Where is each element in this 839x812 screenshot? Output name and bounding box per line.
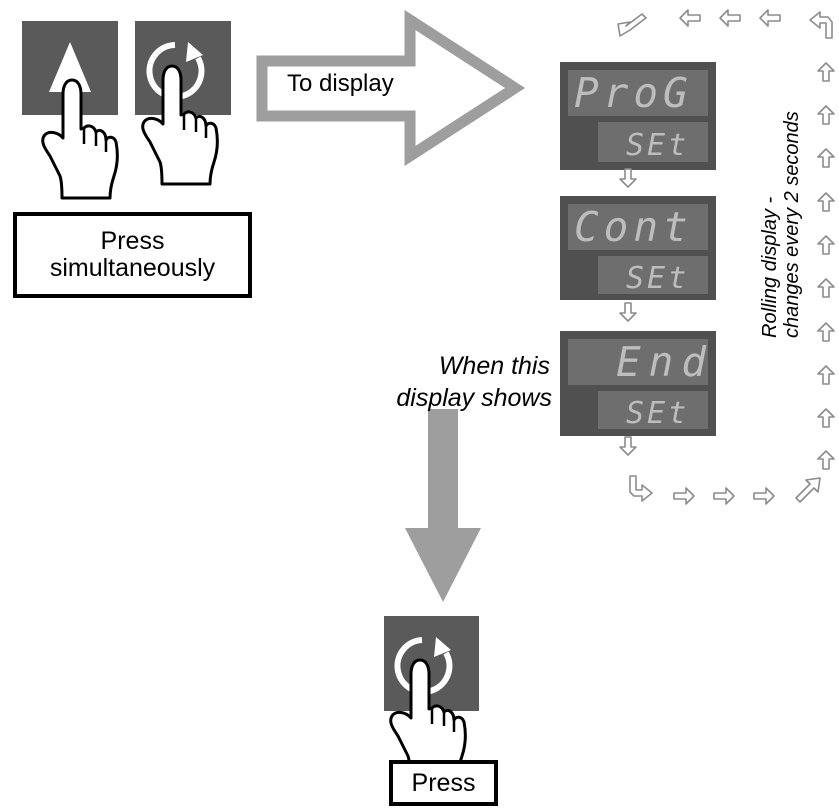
left-arrow-icon <box>759 9 781 27</box>
big-down-arrow <box>405 409 481 602</box>
rolling-line-1: Rolling display - <box>759 196 781 338</box>
display-cont-bottom: SEt <box>626 261 689 296</box>
right-arrow-icon <box>753 487 775 505</box>
display-prog-bottom: SEt <box>626 128 689 163</box>
display-prog <box>560 62 716 170</box>
display-cont-top: Cont <box>574 203 693 251</box>
up-triangle-icon <box>49 42 91 92</box>
display-prog-top: ProG <box>574 69 693 117</box>
left-arrow-icon <box>679 9 701 27</box>
down-arrow-icon <box>619 168 637 188</box>
left-arrow-icon <box>719 9 741 27</box>
up-arrow-column <box>817 62 835 470</box>
press-simultaneously-label: Press simultaneously <box>13 212 252 298</box>
display-end-bottom: SEt <box>626 396 689 431</box>
corner-arrow-icon <box>795 477 821 503</box>
display-cont <box>560 196 716 300</box>
display-end-top: End <box>616 338 714 386</box>
down-arrow-icon <box>619 302 637 322</box>
display-end <box>560 331 716 436</box>
display-shows-label: display shows <box>396 384 552 412</box>
right-arrow-icon <box>713 487 735 505</box>
corner-arrow-icon <box>629 475 653 502</box>
to-display-label: To display <box>287 70 394 97</box>
corner-arrow-icon <box>617 13 647 37</box>
down-arrow-icon <box>619 436 637 456</box>
rolling-display-note: Rolling display - changes every 2 second… <box>759 111 803 338</box>
cycle-button-bottom[interactable] <box>384 616 479 711</box>
to-display-arrow <box>256 9 526 167</box>
rolling-line-2: changes every 2 seconds <box>781 111 803 338</box>
when-this-label: When this <box>438 352 550 380</box>
cycle-button-top[interactable] <box>135 21 231 115</box>
press-label: Press <box>389 760 498 806</box>
right-arrow-icon <box>673 487 695 505</box>
corner-arrow-icon <box>809 11 833 39</box>
